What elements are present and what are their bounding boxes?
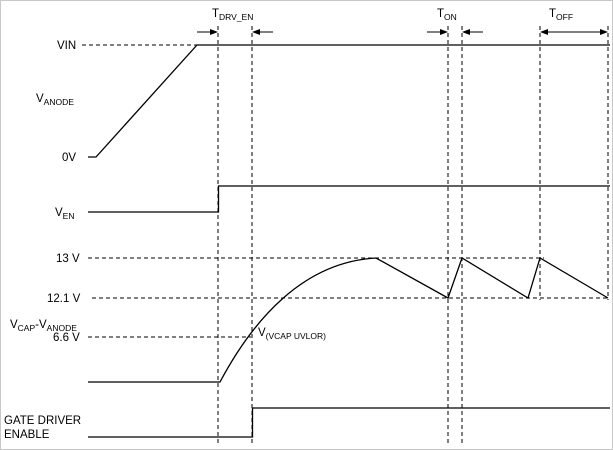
label-vin: VIN	[57, 40, 76, 52]
toff-arrowhead-left	[540, 29, 548, 35]
tdrven-arrowhead-right	[252, 29, 260, 35]
label-12v1: 12.1 V	[47, 293, 81, 305]
ton-arrowhead-right	[462, 29, 470, 35]
label-gate-driver-line2: ENABLE	[4, 429, 50, 441]
ton-arrowhead-left	[440, 29, 448, 35]
label-vanode: VANODE	[36, 93, 74, 107]
label-vcap-vanode: VCAP-VANODE	[10, 319, 77, 333]
label-t-drv-en: TDRV_EN	[212, 8, 253, 22]
vcap-waveform	[88, 257, 609, 383]
ven-waveform	[88, 185, 610, 213]
label-6v6: 6.6 V	[53, 332, 80, 344]
label-ven: VEN	[55, 207, 74, 221]
toff-arrowhead-right	[600, 29, 608, 35]
label-0v: 0V	[62, 152, 76, 164]
label-t-off: TOFF	[549, 8, 573, 22]
label-vcap-uvlor: V(VCAP UVLOR)	[258, 327, 326, 341]
vanode-waveform	[88, 44, 610, 158]
label-t-on: TON	[437, 8, 457, 22]
gate-driver-enable-waveform	[88, 407, 610, 438]
label-13v: 13 V	[56, 253, 80, 265]
tdrven-arrowhead-left	[210, 29, 218, 35]
label-gate-driver-line1: GATE DRIVER	[4, 415, 81, 427]
